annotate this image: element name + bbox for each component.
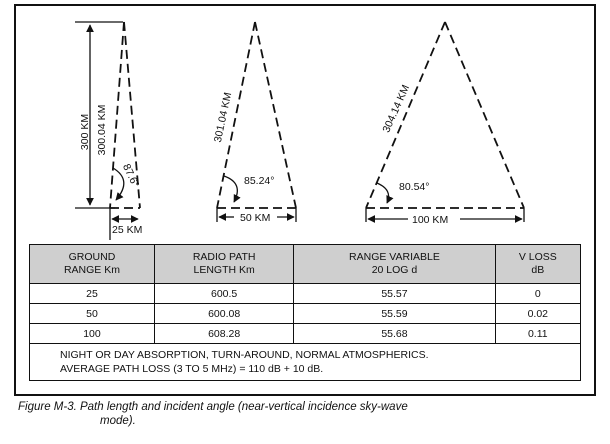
col-header-radio-path: RADIO PATH LENGTH Km — [153, 244, 295, 284]
table-cell: 55.68 — [293, 323, 496, 344]
base-label: 50 KM — [240, 212, 270, 224]
table-header-row: GROUND RANGE Km RADIO PATH LENGTH Km RAN… — [29, 244, 582, 284]
triangle-100km: 304.14 KM 80.54° 100 KM — [365, 21, 525, 226]
path-leg-right — [254, 21, 297, 209]
path-leg-right — [444, 21, 525, 209]
table-row: 50 600.08 55.59 0.02 — [29, 303, 582, 324]
path-leg-left — [216, 21, 256, 209]
angle-label: 80.54° — [399, 181, 429, 193]
note-line: AVERAGE PATH LOSS (3 TO 5 MHz) = 110 dB … — [60, 363, 324, 375]
table-cell: 600.5 — [153, 283, 295, 304]
base-label: 100 KM — [412, 214, 448, 226]
angle-label: 85.24° — [244, 175, 274, 187]
col-header-ground-range: GROUND RANGE Km — [29, 244, 155, 284]
path-leg-right — [123, 21, 141, 209]
angle-arc — [112, 167, 125, 201]
path-diagram: 300 KM 300.04 KM 87.6° 25 KM 301.04 KM 8… — [75, 21, 525, 240]
path-length-label: 300.04 KM — [96, 105, 108, 156]
table-cell: 0.11 — [494, 323, 582, 344]
path-leg-left — [365, 21, 446, 209]
table-row: 100 608.28 55.68 0.11 — [29, 323, 582, 344]
path-length-label: 304.14 KM — [380, 83, 412, 134]
path-loss-table: GROUND RANGE Km RADIO PATH LENGTH Km RAN… — [29, 244, 582, 381]
table-cell: 55.57 — [293, 283, 496, 304]
path-leg-left — [109, 21, 125, 209]
height-label: 300 KM — [79, 114, 91, 150]
col-header-v-loss: V LOSS dB — [494, 244, 582, 284]
table-cell: 55.59 — [293, 303, 496, 324]
triangle-25km: 300 KM 300.04 KM 87.6° 25 KM — [75, 21, 142, 240]
table-cell: 50 — [29, 303, 155, 324]
table-cell: 600.08 — [153, 303, 295, 324]
table-cell: 100 — [29, 323, 155, 344]
table-note: NIGHT OR DAY ABSORPTION, TURN-AROUND, NO… — [29, 343, 581, 381]
table-cell: 608.28 — [153, 323, 295, 344]
table-row: 25 600.5 55.57 0 — [29, 283, 582, 304]
figure-frame — [14, 4, 596, 396]
triangle-50km: 301.04 KM 85.24° 50 KM — [212, 21, 297, 224]
angle-arc — [223, 175, 241, 203]
figure-caption: Figure M-3. Path length and incident ang… — [18, 400, 578, 428]
angle-arc — [376, 182, 394, 204]
table-cell: 0.02 — [494, 303, 582, 324]
caption-line: mode). — [100, 415, 136, 427]
col-header-range-variable: RANGE VARIABLE 20 LOG d — [293, 244, 496, 284]
table-note-row: NIGHT OR DAY ABSORPTION, TURN-AROUND, NO… — [29, 343, 581, 381]
note-line: NIGHT OR DAY ABSORPTION, TURN-AROUND, NO… — [60, 349, 429, 361]
table-cell: 0 — [494, 283, 582, 304]
base-label: 25 KM — [112, 224, 142, 236]
table-cell: 25 — [29, 283, 155, 304]
caption-line: Figure M-3. Path length and incident ang… — [18, 401, 408, 413]
